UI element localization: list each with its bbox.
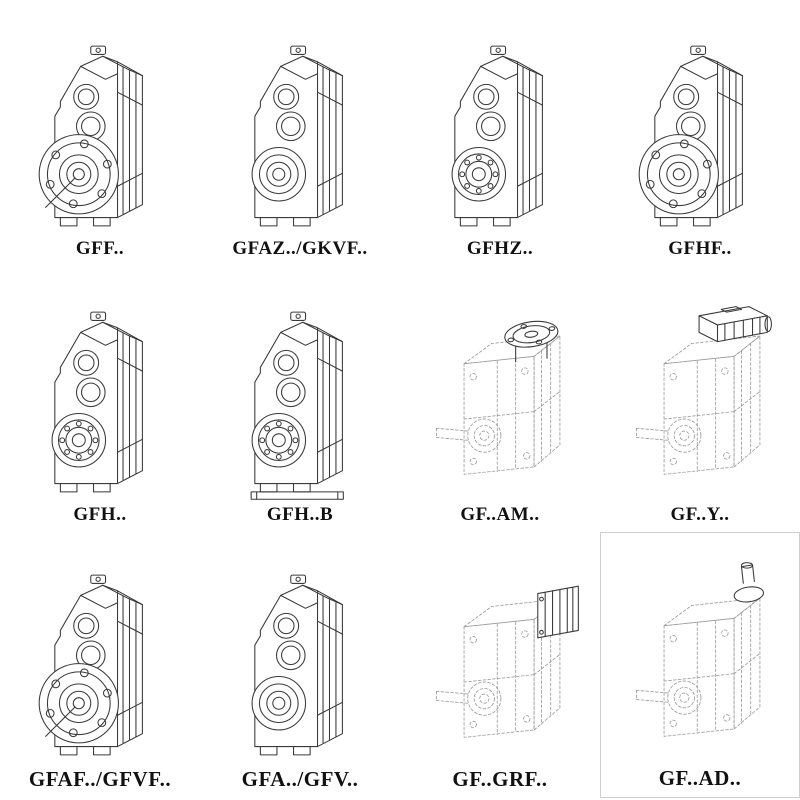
cell-gf-am: GF..AM.. bbox=[400, 266, 600, 532]
model-label: GFA../GFV.. bbox=[241, 767, 359, 791]
gear-unit-drawing bbox=[251, 45, 343, 227]
cell-gff: GFF.. bbox=[0, 0, 200, 266]
cell-gfh: GFH.. bbox=[0, 266, 200, 532]
cell-gf-grf: GF..GRF.. bbox=[400, 532, 600, 798]
gear-unit-drawing bbox=[250, 311, 344, 500]
gear-unit-drawing bbox=[51, 311, 143, 493]
model-label: GF..AM.. bbox=[460, 504, 540, 525]
cell-gfhz: GFHZ.. bbox=[400, 0, 600, 266]
gear-unit-drawing bbox=[451, 45, 543, 227]
model-label: GFF.. bbox=[75, 238, 125, 259]
cell-gfhf: GFHF.. bbox=[600, 0, 800, 266]
model-label: GFAF../GFVF.. bbox=[28, 767, 172, 791]
cell-gf-y: GF..Y.. bbox=[600, 266, 800, 532]
model-label: GFHF.. bbox=[668, 238, 732, 259]
model-label: GFHZ.. bbox=[466, 238, 534, 259]
model-label: GF..GRF.. bbox=[452, 767, 548, 791]
gear-unit-drawing bbox=[9, 574, 143, 756]
model-label: GF..Y.. bbox=[670, 504, 730, 525]
model-label: GF..AD.. bbox=[658, 766, 742, 790]
gear-unit-drawing bbox=[251, 574, 343, 756]
gear-unit-drawing bbox=[9, 45, 143, 227]
gear-unit-drawing bbox=[638, 45, 743, 227]
model-label: GFH.. bbox=[73, 504, 127, 525]
model-label: GFAZ../GKVF.. bbox=[232, 238, 368, 259]
cell-gfaz-gkvf: GFAZ../GKVF.. bbox=[200, 0, 400, 266]
gear-unit-drawing bbox=[435, 317, 561, 475]
cell-gf-ad: GF..AD.. bbox=[600, 532, 800, 798]
cell-gfa-gfv: GFA../GFV.. bbox=[200, 532, 400, 798]
model-label: GFH..B bbox=[266, 504, 334, 525]
cell-gfaf-gfvf: GFAF../GFVF.. bbox=[0, 532, 200, 798]
gear-unit-drawing bbox=[635, 306, 772, 475]
gear-unit-drawing bbox=[635, 562, 766, 737]
gear-unit-drawing bbox=[435, 585, 579, 738]
cell-gfh-b: GFH..B bbox=[200, 266, 400, 532]
